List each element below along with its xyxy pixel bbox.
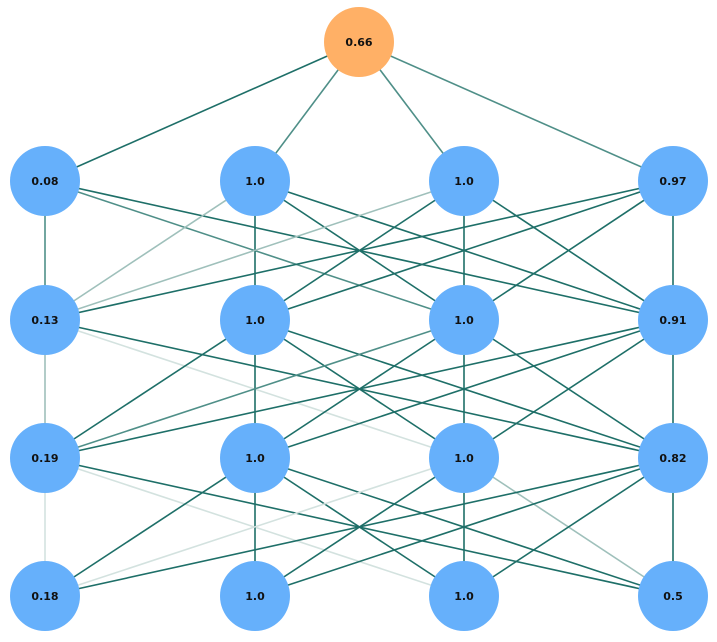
edges-layer	[44, 41, 674, 597]
node-label-b1: 1.0	[245, 314, 265, 327]
node-circle-b2	[429, 285, 499, 355]
node-label-d3: 0.5	[663, 590, 683, 603]
edge-out-a0	[44, 41, 360, 182]
node-label-c1: 1.0	[245, 452, 265, 465]
node-label-b0: 0.13	[31, 314, 58, 327]
node-circle-b3	[638, 285, 708, 355]
edge-a2-b0	[44, 180, 465, 321]
edge-c1-d0	[44, 457, 256, 597]
node-d2: 1.0	[429, 561, 499, 631]
node-label-out: 0.66	[345, 36, 372, 49]
node-b3: 0.91	[638, 285, 708, 355]
node-label-a3: 0.97	[659, 175, 686, 188]
node-a2: 1.0	[429, 146, 499, 216]
node-circle-c2	[429, 423, 499, 493]
edge-c3-d0	[44, 457, 674, 597]
node-circle-out	[324, 7, 394, 77]
nodes-layer: 0.66 0.08 1.0 1.0 0.97 0.13 1.0 1.0 0.91 0.19 1.0 1…	[10, 7, 708, 631]
node-label-d0: 0.18	[31, 590, 58, 603]
edge-out-a3	[358, 41, 674, 182]
node-circle-d1	[220, 561, 290, 631]
node-circle-d0	[10, 561, 80, 631]
node-label-d1: 1.0	[245, 590, 265, 603]
edge-b3-c2	[463, 319, 674, 459]
node-circle-a0	[10, 146, 80, 216]
node-d0: 0.18	[10, 561, 80, 631]
node-circle-c1	[220, 423, 290, 493]
edge-b2-c0	[44, 319, 465, 459]
node-circle-b1	[220, 285, 290, 355]
edge-a3-b1	[254, 180, 674, 321]
edge-b1-c0	[44, 319, 256, 459]
node-a0: 0.08	[10, 146, 80, 216]
edge-b3-c0	[44, 319, 674, 459]
node-circle-d3	[638, 561, 708, 631]
node-label-d2: 1.0	[454, 590, 474, 603]
node-circle-a3	[638, 146, 708, 216]
node-circle-c0	[10, 423, 80, 493]
node-d3: 0.5	[638, 561, 708, 631]
node-circle-a2	[429, 146, 499, 216]
node-label-a0: 0.08	[31, 175, 58, 188]
node-label-a2: 1.0	[454, 175, 474, 188]
node-label-b3: 0.91	[659, 314, 686, 327]
node-b0: 0.13	[10, 285, 80, 355]
node-d1: 1.0	[220, 561, 290, 631]
node-c0: 0.19	[10, 423, 80, 493]
edge-c3-d1	[254, 457, 674, 597]
node-label-c0: 0.19	[31, 452, 58, 465]
node-b1: 1.0	[220, 285, 290, 355]
node-c2: 1.0	[429, 423, 499, 493]
node-c3: 0.82	[638, 423, 708, 493]
edge-a1-b0	[44, 180, 256, 321]
node-circle-b0	[10, 285, 80, 355]
node-label-c2: 1.0	[454, 452, 474, 465]
node-out: 0.66	[324, 7, 394, 77]
node-circle-d2	[429, 561, 499, 631]
node-a3: 0.97	[638, 146, 708, 216]
node-c1: 1.0	[220, 423, 290, 493]
node-a1: 1.0	[220, 146, 290, 216]
edge-a3-b0	[44, 180, 674, 321]
node-label-c3: 0.82	[659, 452, 686, 465]
node-circle-c3	[638, 423, 708, 493]
node-circle-a1	[220, 146, 290, 216]
node-label-a1: 1.0	[245, 175, 265, 188]
node-b2: 1.0	[429, 285, 499, 355]
edge-a3-b2	[463, 180, 674, 321]
node-label-b2: 1.0	[454, 314, 474, 327]
edge-c2-d0	[44, 457, 465, 597]
edge-c3-d2	[463, 457, 674, 597]
edge-b3-c1	[254, 319, 674, 459]
